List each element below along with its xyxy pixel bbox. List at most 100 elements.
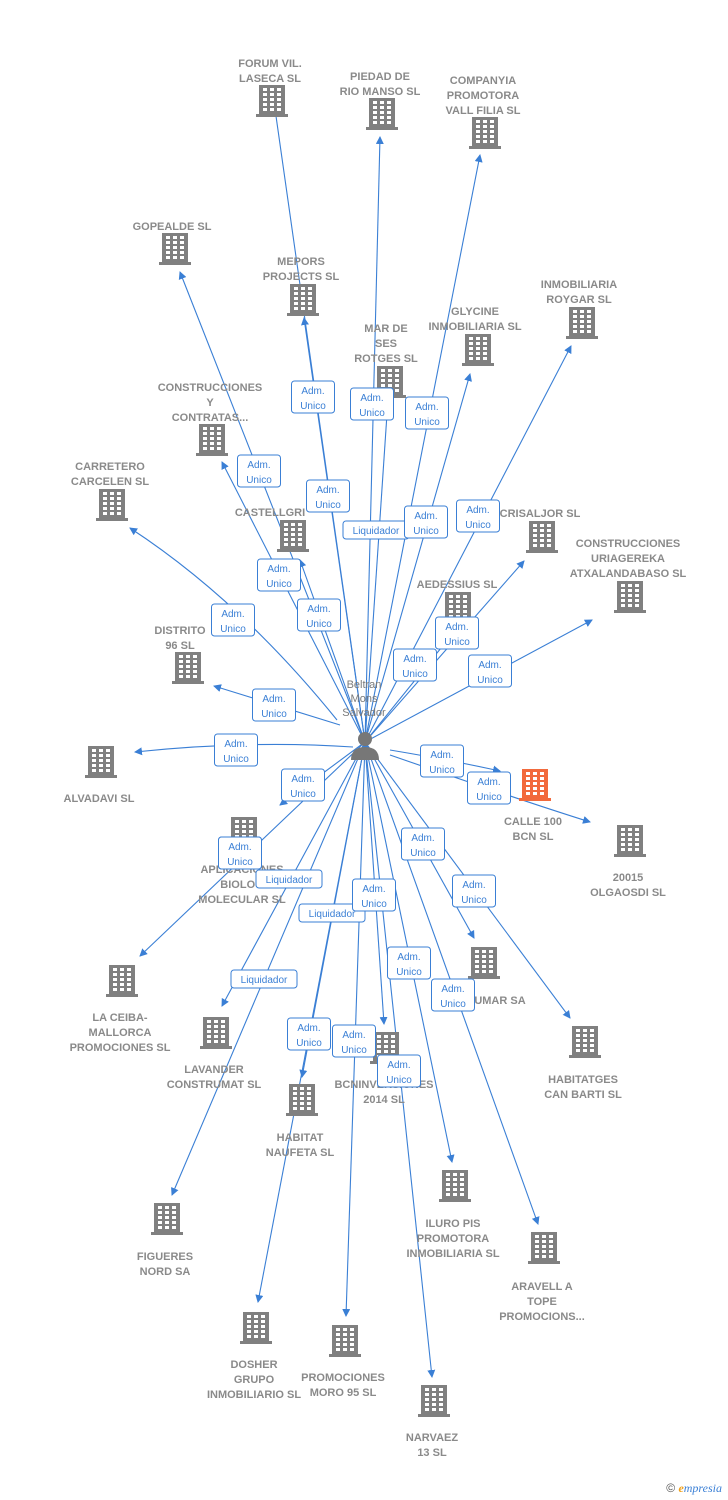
role-badge-r25[interactable]: Adm.Unico (352, 878, 396, 912)
role-badge-r22[interactable]: Adm.Unico (401, 827, 445, 861)
role-badge-r11[interactable]: Adm.Unico (211, 603, 255, 637)
role-label: Adm.Unico (402, 654, 428, 680)
role-label: Adm.Unico (386, 1060, 412, 1086)
role-label: Liquidador (309, 909, 356, 920)
company-node-alvadavi[interactable]: ALVADAVI SL (64, 746, 135, 805)
role-badge-r24[interactable]: Liquidador (298, 903, 366, 923)
role-badge-r4[interactable]: Adm.Unico (237, 454, 281, 488)
role-badge-r26[interactable]: Liquidador (230, 969, 298, 989)
role-badge-r23[interactable]: Adm.Unico (452, 874, 496, 908)
role-badge-r28[interactable]: Adm.Unico (431, 978, 475, 1012)
building-icon (528, 1232, 560, 1264)
role-label: Adm.Unico (296, 1023, 322, 1049)
role-badge-r30[interactable]: Adm.Unico (332, 1024, 376, 1058)
company-node-umar[interactable]: UMAR SA (468, 947, 526, 1007)
role-label: Adm.Unico (465, 505, 491, 531)
role-label: Adm.Unico (220, 609, 246, 635)
role-badge-r16[interactable]: Adm.Unico (214, 733, 258, 767)
role-badge-r2[interactable]: Adm.Unico (350, 387, 394, 421)
role-badge-r8[interactable]: Adm.Unico (456, 499, 500, 533)
role-badge-r10[interactable]: Adm.Unico (297, 598, 341, 632)
role-badge-r15[interactable]: Adm.Unico (252, 688, 296, 722)
role-badge-r19[interactable]: Adm.Unico (281, 768, 325, 802)
company-label: CASTELLGRI (235, 507, 305, 519)
footer-brand[interactable]: © empresia (666, 1481, 722, 1496)
role-badge-r7[interactable]: Adm.Unico (404, 505, 448, 539)
role-badge-r1[interactable]: Adm.Unico (291, 380, 335, 414)
edge-companyia (364, 154, 483, 743)
edge-castellgri (298, 559, 366, 743)
role-badge-r17[interactable]: Adm.Unico (420, 744, 464, 778)
building-icon (277, 520, 309, 552)
company-node-castellgri[interactable]: CASTELLGRI (235, 507, 309, 552)
role-badge-r9[interactable]: Adm.Unico (257, 558, 301, 592)
building-icon (172, 652, 204, 684)
building-icon (469, 117, 501, 149)
role-badge-r32[interactable]: Adm.Unico (218, 836, 262, 870)
copyright-symbol: © (666, 1481, 676, 1495)
role-badge-r31[interactable]: Adm.Unico (377, 1054, 421, 1088)
company-node-forum[interactable]: FORUM VIL.LASECA SL (238, 58, 302, 117)
role-badge-r27[interactable]: Adm.Unico (387, 946, 431, 980)
role-badge-r6[interactable]: Liquidador (342, 520, 410, 540)
building-icon (106, 965, 138, 997)
role-label: Adm.Unico (315, 485, 341, 511)
role-badge-r14[interactable]: Adm.Unico (468, 654, 512, 688)
role-badge-r13[interactable]: Adm.Unico (393, 648, 437, 682)
edge-construcciones (221, 461, 366, 743)
company-node-crisaljor[interactable]: CRISALJOR SL (500, 508, 581, 553)
role-badge-r21[interactable]: Liquidador (255, 869, 323, 889)
role-badge-r29[interactable]: Adm.Unico (287, 1017, 331, 1051)
role-label: Liquidador (353, 526, 400, 537)
role-badge-r3[interactable]: Adm.Unico (405, 396, 449, 430)
person-icon (351, 732, 379, 760)
edge-gopealde (178, 271, 366, 743)
building-icon (418, 1385, 450, 1417)
building-icon (286, 1084, 318, 1116)
role-label: Liquidador (266, 875, 313, 886)
building-icon (468, 947, 500, 979)
role-badge-r12[interactable]: Adm.Unico (435, 616, 479, 650)
role-label: Adm.Unico (444, 622, 470, 648)
role-badge-r5[interactable]: Adm.Unico (306, 479, 350, 513)
role-label: Adm.Unico (440, 984, 466, 1010)
company-node-gopealde[interactable]: GOPEALDE SL (133, 221, 212, 265)
company-label: UMAR SA (474, 995, 525, 1007)
role-badge-r18[interactable]: Adm.Unico (467, 771, 511, 805)
